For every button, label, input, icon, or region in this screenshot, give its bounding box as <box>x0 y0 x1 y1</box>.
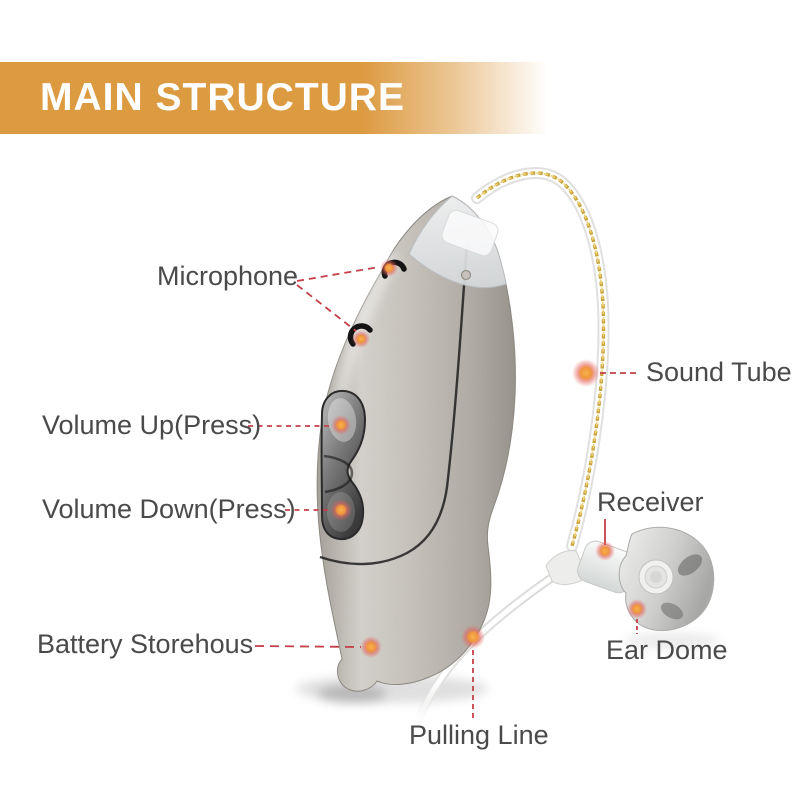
dot-battery <box>360 636 382 658</box>
dot-pulling-line <box>461 625 485 649</box>
battery-tail-shadow <box>318 685 386 703</box>
sound-tube <box>471 167 610 552</box>
label-battery-storehous: Battery Storehous <box>37 629 254 659</box>
callout-dots <box>330 259 647 658</box>
label-ear-dome: Ear Dome <box>606 635 728 665</box>
dome-vent-hole-bottom <box>660 602 684 620</box>
screw-hole <box>460 269 472 281</box>
dot-ear-dome <box>627 599 647 619</box>
ear-dome-shadow <box>624 633 720 649</box>
dome-ring-inner <box>650 571 662 583</box>
label-microphone: Microphone <box>157 261 299 291</box>
dot-microphone-top <box>380 259 398 277</box>
label-volume-up: Volume Up(Press) <box>42 410 262 440</box>
label-pulling-line: Pulling Line <box>409 720 549 750</box>
dome-vent-hole-top <box>677 554 703 576</box>
hearing-aid-body <box>316 195 516 692</box>
line-microphone-top <box>296 266 380 282</box>
dot-receiver <box>595 541 615 561</box>
microphone-port-bottom <box>347 323 373 347</box>
label-volume-down: Volume Down(Press) <box>42 494 296 524</box>
dot-volume-up <box>331 415 351 435</box>
battery-door-seam <box>319 241 469 566</box>
callout-lines <box>248 266 638 719</box>
page-title: MAIN STRUCTURE <box>40 76 405 119</box>
dot-volume-down <box>330 499 352 521</box>
dot-microphone-bottom <box>352 330 370 348</box>
line-microphone-bottom <box>296 284 357 332</box>
cap-inner-module <box>441 209 499 257</box>
label-receiver: Receiver <box>597 487 704 517</box>
title-banner: MAIN STRUCTURE <box>0 62 548 134</box>
line-battery <box>254 645 362 648</box>
dot-sound-tube <box>572 359 600 387</box>
label-sound-tube: Sound Tube <box>646 357 792 387</box>
